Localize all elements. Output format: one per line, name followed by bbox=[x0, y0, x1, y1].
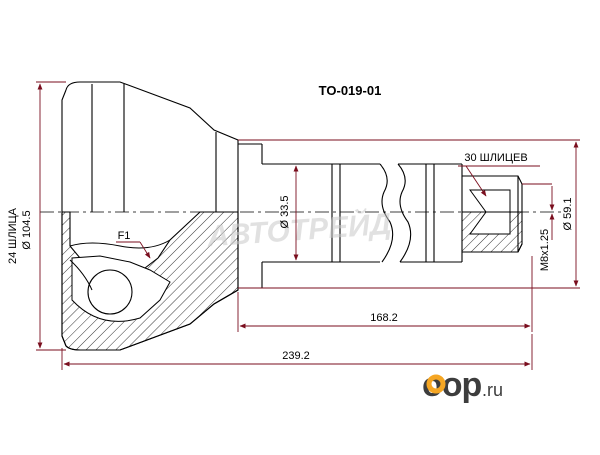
dim-total-length: 239.2 bbox=[282, 350, 310, 362]
dim-thread: M8x1.25 bbox=[539, 229, 551, 271]
ball-bearing bbox=[87, 269, 133, 315]
section-marker-f1: F1 bbox=[118, 230, 131, 242]
dim-shaft-diameter: Ø 33.5 bbox=[279, 195, 291, 228]
dim-outer-splines: 24 ШЛИЦА bbox=[7, 207, 19, 264]
dim-flange-diameter: Ø 59.1 bbox=[562, 197, 574, 230]
dim-outer-diameter: Ø 104.5 bbox=[21, 210, 33, 249]
dim-shaft-length: 168.2 bbox=[370, 312, 398, 324]
brand-suffix: .ru bbox=[482, 380, 503, 400]
dimension-lines bbox=[36, 81, 580, 370]
brand-name: oop bbox=[422, 366, 482, 404]
dim-spline-count: 30 ШЛИЦЕВ bbox=[464, 152, 527, 164]
brand-logo: oop .ru bbox=[422, 366, 503, 404]
brand-ring-icon bbox=[426, 374, 446, 394]
section-hatch bbox=[61, 211, 239, 351]
part-number: TO-019-01 bbox=[319, 83, 382, 98]
